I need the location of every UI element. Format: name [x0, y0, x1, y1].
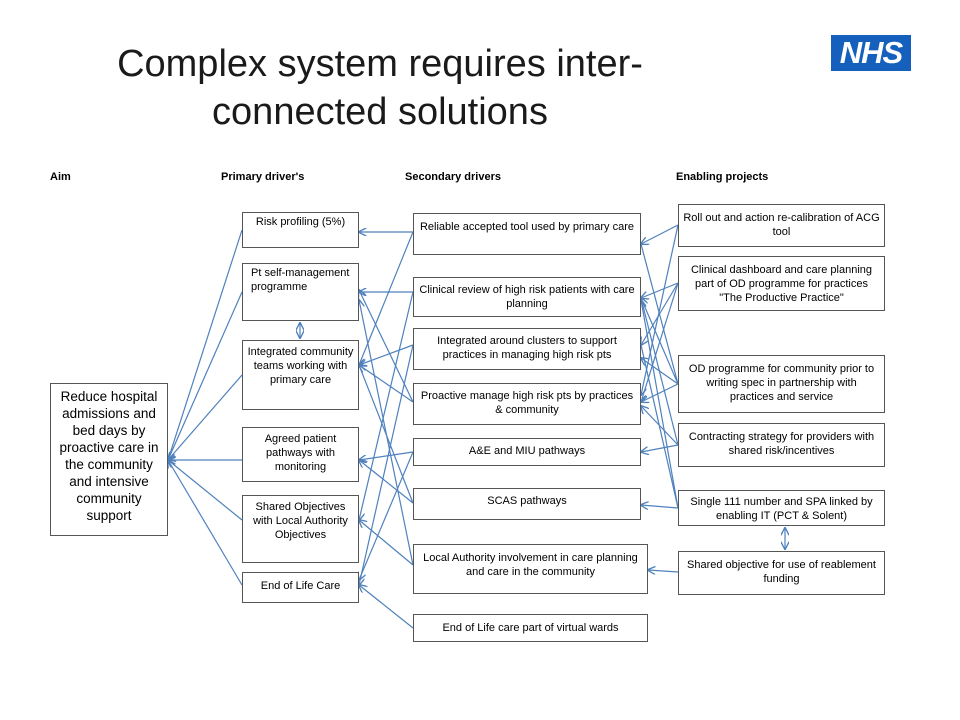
- connector-enabling-0: [641, 224, 679, 244]
- connector-enabling-13: [640, 243, 679, 385]
- secondary-driver-ae-miu: A&E and MIU pathways: [413, 438, 641, 466]
- secondary-driver-local-authority: Local Authority involvement in care plan…: [413, 544, 648, 594]
- enabling-project-acg-tool: Roll out and action re-calibration of AC…: [678, 204, 885, 247]
- secondary-driver-integrated-clusters: Integrated around clusters to support pr…: [413, 328, 641, 370]
- primary-driver-end-of-life: End of Life Care: [242, 572, 359, 603]
- connector-primary-5: [359, 344, 414, 585]
- connector-primary-13: [359, 520, 414, 566]
- connector-enabling-12: [648, 570, 679, 572]
- enabling-project-contracting-strategy: Contracting strategy for providers with …: [678, 423, 885, 467]
- connector-enabling-10: [641, 505, 679, 508]
- connector-enabling-5: [641, 298, 679, 385]
- enabling-project-single-111: Single 111 number and SPA linked by enab…: [678, 490, 885, 526]
- column-header-aim: Aim: [50, 171, 71, 183]
- connector-aim-1: [168, 291, 243, 460]
- connector-primary-6: [359, 290, 414, 403]
- column-header-primary: Primary driver's: [221, 171, 305, 183]
- connector-primary-14: [359, 585, 414, 629]
- enabling-project-clinical-dashboard: Clinical dashboard and care planning par…: [678, 256, 885, 311]
- aim-box: Reduce hospital admissions and bed days …: [50, 383, 168, 536]
- connector-primary-3: [359, 291, 414, 520]
- column-header-secondary: Secondary drivers: [405, 171, 501, 183]
- connector-aim-2: [168, 374, 243, 460]
- connector-enabling-14: [640, 297, 679, 446]
- connector-primary-11: [359, 460, 414, 504]
- primary-driver-self-management: Pt self-management programme: [242, 263, 359, 321]
- connector-enabling-2: [641, 282, 679, 298]
- secondary-driver-clinical-review: Clinical review of high risk patients wi…: [413, 277, 641, 317]
- connector-primary-12: [359, 300, 414, 566]
- column-header-enabling: Enabling projects: [676, 171, 769, 183]
- connector-enabling-8: [641, 444, 679, 452]
- connector-enabling-15: [640, 344, 679, 509]
- primary-driver-shared-objectives: Shared Objectives with Local Authority O…: [242, 495, 359, 563]
- connector-aim-5: [168, 460, 243, 586]
- nhs-logo-text: NHS: [839, 35, 903, 70]
- secondary-driver-reliable-tool: Reliable accepted tool used by primary c…: [413, 213, 641, 255]
- secondary-driver-proactive-manage: Proactive manage high risk pts by practi…: [413, 383, 641, 425]
- primary-driver-integrated-teams: Integrated community teams working with …: [242, 340, 359, 410]
- enabling-project-reablement: Shared objective for use of reablement f…: [678, 551, 885, 595]
- connector-primary-7: [359, 365, 414, 403]
- slide-title: Complex system requires inter-connected …: [117, 43, 643, 133]
- connector-aim-0: [168, 229, 243, 460]
- secondary-driver-end-of-life-wards: End of Life care part of virtual wards: [413, 614, 648, 642]
- primary-driver-risk-profiling: Risk profiling (5%): [242, 212, 359, 248]
- enabling-project-od-programme: OD programme for community prior to writ…: [678, 355, 885, 413]
- nhs-logo: NHS: [831, 35, 911, 71]
- connector-primary-9: [359, 451, 414, 580]
- connector-primary-4: [359, 344, 414, 365]
- primary-driver-patient-pathways: Agreed patient pathways with monitoring: [242, 427, 359, 482]
- connector-enabling-1: [641, 224, 679, 395]
- connector-primary-8: [359, 451, 414, 460]
- secondary-driver-scas: SCAS pathways: [413, 488, 641, 520]
- connector-enabling-11: [641, 300, 679, 509]
- connector-enabling-7: [641, 383, 679, 402]
- connector-aim-4: [168, 460, 243, 521]
